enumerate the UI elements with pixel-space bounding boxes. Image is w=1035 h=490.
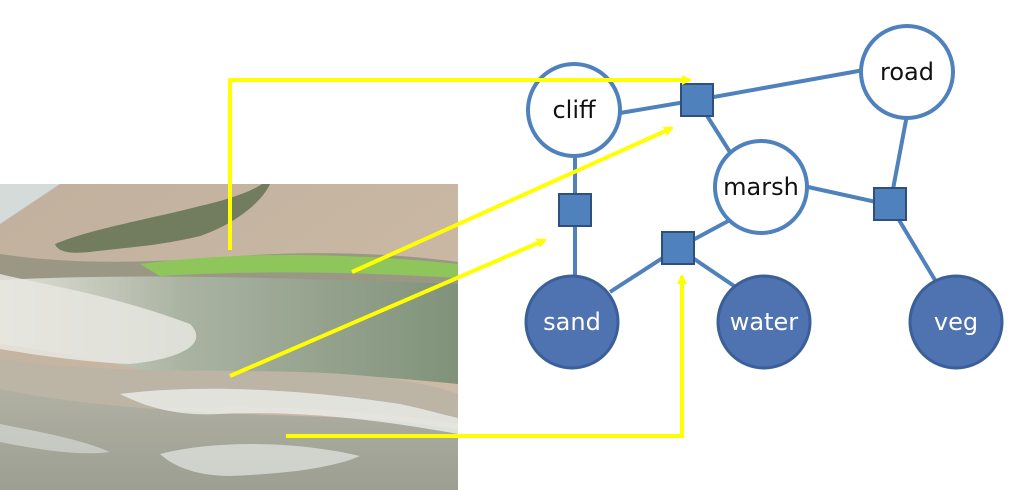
factor-top[interactable] bbox=[680, 83, 714, 117]
arrow-vegetation-edge-to-factor-top bbox=[228, 75, 692, 250]
node-cliff-label: cliff bbox=[552, 96, 596, 124]
node-veg-circle bbox=[908, 274, 1004, 370]
shallow-water-corner bbox=[0, 184, 60, 224]
node-water[interactable]: water bbox=[716, 274, 812, 370]
node-sand-circle bbox=[524, 274, 620, 370]
arrow-surf-water-to-factor-msw bbox=[286, 274, 687, 438]
surf-foam bbox=[0, 274, 197, 364]
node-water-circle bbox=[716, 274, 812, 370]
surf-waves bbox=[160, 444, 360, 476]
marsh-spit bbox=[55, 184, 270, 253]
node-sand-label: sand bbox=[543, 308, 601, 336]
yellow-arrows bbox=[228, 75, 692, 438]
edge-factor-top-road bbox=[696, 68, 865, 102]
node-marsh[interactable]: marsh bbox=[713, 139, 809, 235]
arrow-beach-sand-to-factor-cliff-sand bbox=[229, 238, 547, 378]
node-veg[interactable]: veg bbox=[908, 274, 1004, 370]
sea-area bbox=[0, 389, 458, 490]
graph-nodes: cliff road marsh sand water veg bbox=[524, 24, 1004, 370]
node-cliff[interactable]: cliff bbox=[526, 62, 622, 158]
graph-factors bbox=[558, 83, 907, 265]
aerial-coastline-photo bbox=[0, 184, 458, 490]
factor-marsh-road-veg[interactable] bbox=[873, 187, 907, 221]
node-veg-label: veg bbox=[934, 308, 978, 336]
node-road-circle bbox=[859, 24, 955, 120]
node-marsh-circle bbox=[713, 139, 809, 235]
node-cliff-circle bbox=[526, 62, 622, 158]
node-marsh-label: marsh bbox=[723, 173, 799, 201]
node-sand[interactable]: sand bbox=[524, 274, 620, 370]
breaking-waves bbox=[120, 388, 458, 434]
factor-marsh-sand-water[interactable] bbox=[661, 231, 695, 265]
factor-cliff-sand[interactable] bbox=[558, 193, 592, 227]
node-road[interactable]: road bbox=[859, 24, 955, 120]
arrow-green-marsh-to-factor-top bbox=[351, 126, 674, 274]
photo-canvas bbox=[0, 184, 458, 490]
shore-foam bbox=[0, 424, 110, 454]
node-road-label: road bbox=[880, 58, 934, 86]
node-water-label: water bbox=[730, 308, 799, 336]
